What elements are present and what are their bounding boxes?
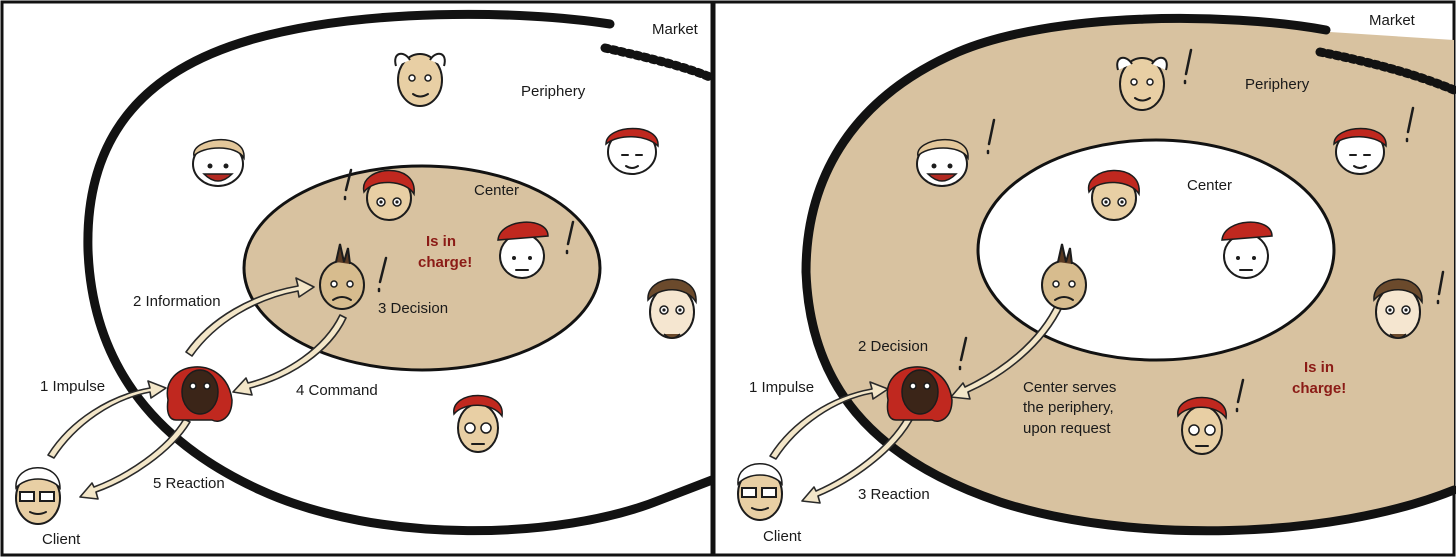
left-impulse-label: 1 Impulse [40, 378, 105, 395]
left-command-label: 4 Command [296, 382, 378, 399]
right-face-brown-bearded [1373, 278, 1423, 339]
left-periphery-ring-top [600, 43, 717, 83]
left-face-center-mohawk [319, 243, 365, 310]
left-in-charge-line1: Is in [426, 233, 456, 250]
left-panel: Market Periphery Center Is in charge! 2 … [0, 0, 717, 557]
left-arrow-reaction [79, 418, 191, 500]
right-exclaim-bearded [1436, 270, 1445, 305]
right-arrow-impulse [769, 381, 889, 460]
left-face-curly-blonde [192, 138, 245, 187]
right-exclaim-blonde [986, 118, 996, 155]
right-face-bald-elder [1116, 56, 1168, 111]
left-decision-label: 3 Decision [378, 300, 448, 317]
right-center-area [976, 138, 1336, 362]
right-market-label: Market [1369, 12, 1416, 29]
left-periphery-ring [83, 9, 717, 536]
right-panel: Market Periphery Center 2 Decision Is in… [712, 0, 1456, 557]
left-arrow-command [232, 314, 347, 396]
right-face-red-cap [1221, 221, 1273, 279]
left-information-label: 2 Information [133, 293, 221, 310]
right-periphery-ring-top [1315, 47, 1456, 95]
right-face-woman-red-hair [886, 366, 953, 422]
left-face-red-cap [497, 221, 549, 279]
right-face-red-curly-center [1088, 169, 1140, 221]
left-center-area [242, 164, 602, 372]
right-serves-line3: upon request [1023, 420, 1111, 437]
left-face-client [15, 467, 61, 525]
left-exclaim-red-cap [565, 220, 575, 255]
right-exclaim-spiky [1405, 106, 1415, 143]
left-in-charge-line2: charge! [418, 254, 472, 271]
left-center-label: Center [474, 182, 519, 199]
left-face-red-curly-center [363, 169, 415, 221]
right-reaction-label: 3 Reaction [858, 486, 930, 503]
left-face-brown-bearded [647, 278, 697, 339]
left-periphery-label: Periphery [521, 83, 586, 100]
right-impulse-label: 1 Impulse [749, 379, 814, 396]
left-exclaim-mohawk [377, 256, 388, 293]
right-decision-label: 2 Decision [858, 338, 928, 355]
left-market-label: Market [652, 21, 699, 38]
right-client-label: Client [763, 528, 802, 545]
right-arrow-serves [950, 301, 1064, 400]
left-exclaim-red-curly [343, 168, 353, 201]
right-face-center-mohawk [1041, 243, 1087, 310]
right-arrow-reaction [801, 416, 913, 504]
left-arrow-information [185, 277, 315, 357]
right-center-label: Center [1187, 177, 1232, 194]
right-serves-line2: the periphery, [1023, 399, 1114, 416]
left-reaction-label: 5 Reaction [153, 475, 225, 492]
left-client-label: Client [42, 531, 81, 548]
right-face-red-spiky [1333, 127, 1387, 175]
right-in-charge-line1: Is in [1304, 359, 1334, 376]
right-exclaim-elder [1183, 48, 1193, 85]
left-face-red-spiky [605, 127, 659, 175]
right-face-curly-blonde [916, 138, 969, 187]
left-face-bald-elder [394, 52, 446, 107]
right-exclaim-glasses [1235, 378, 1245, 413]
right-face-red-hair-glasses [1177, 396, 1227, 455]
right-periphery-label: Periphery [1245, 76, 1310, 93]
right-exclaim-woman [958, 336, 968, 371]
left-face-woman-red-hair [166, 366, 233, 422]
right-periphery-ring [801, 13, 1456, 536]
right-in-charge-line2: charge! [1292, 380, 1346, 397]
left-face-red-hair-glasses [453, 394, 503, 453]
right-face-client [737, 463, 783, 521]
left-arrow-impulse [47, 380, 167, 459]
right-serves-line1: Center serves [1023, 379, 1116, 396]
